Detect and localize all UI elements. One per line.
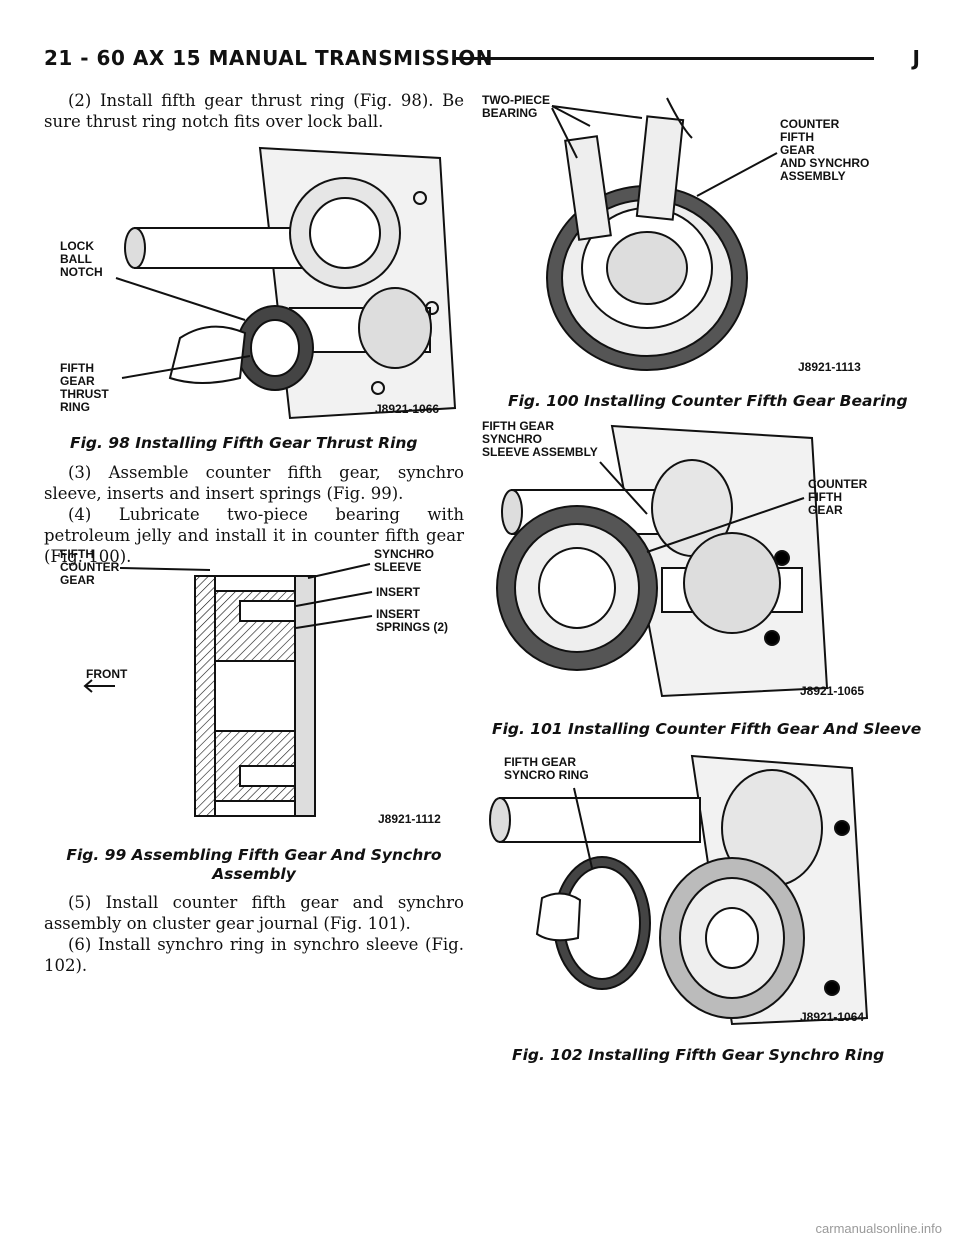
fig102-label-syncro-ring: SYNCRO RING bbox=[504, 768, 589, 782]
fig99-label-insert: INSERT bbox=[376, 607, 421, 621]
fig99-caption-line1: Fig. 99 Assembling Fifth Gear And Synchr… bbox=[66, 846, 442, 864]
fig101-part-code: J8921-1065 bbox=[800, 684, 865, 698]
fig98-label-ball: BALL bbox=[60, 252, 92, 266]
fig102-callout-fifth-gear-synchro-ring: FIFTH GEAR SYNCRO RING bbox=[504, 756, 589, 782]
fig98-label-fifth: FIFTH bbox=[60, 361, 94, 375]
fig98-callout-fifth-gear-thrust-ring: FIFTH GEAR THRUST RING bbox=[60, 362, 109, 414]
fig100-callout-two-piece-bearing: TWO-PIECE BEARING bbox=[482, 94, 550, 120]
fig99-label-gear: GEAR bbox=[60, 573, 95, 587]
fig102-illustration bbox=[489, 754, 869, 1026]
fig98-label-thrust: THRUST bbox=[60, 387, 109, 401]
fig100-callout-counter-fifth-gear: COUNTER FIFTH GEAR AND SYNCHRO ASSEMBLY bbox=[780, 118, 869, 183]
paragraph-step-4: (4) Lubricate two-piece bearing with pet… bbox=[44, 505, 464, 566]
header-title: 21 - 60 AX 15 MANUAL TRANSMISSION bbox=[44, 46, 494, 70]
paragraphs-step-3-4: (3) Assemble counter fifth gear, synchro… bbox=[44, 462, 464, 567]
paragraph-step-2-container: (2) Install fifth gear thrust ring (Fig.… bbox=[44, 90, 464, 132]
page-header: 21 - 60 AX 15 MANUAL TRANSMISSION J bbox=[44, 44, 920, 76]
paragraph-step-6: (6) Install synchro ring in synchro slee… bbox=[44, 935, 464, 975]
fig98-label-notch: NOTCH bbox=[60, 265, 103, 279]
fig101-callout-fifth-gear-synchro-sleeve: FIFTH GEAR SYNCHRO SLEEVE ASSEMBLY bbox=[482, 420, 598, 459]
fig100-label-assembly: ASSEMBLY bbox=[780, 169, 846, 183]
fig99-callout-synchro-sleeve: SYNCHRO SLEEVE bbox=[374, 548, 434, 574]
fig100-label-bearing: BEARING bbox=[482, 106, 538, 120]
fig98-illustration bbox=[115, 146, 457, 420]
paragraphs-step-5-6: (5) Install counter fifth gear and synch… bbox=[44, 892, 464, 976]
fig99-part-code: J8921-1112 bbox=[378, 812, 441, 826]
fig101-label-fifth: FIFTH bbox=[808, 490, 842, 504]
fig101-label-gear: GEAR bbox=[808, 503, 843, 517]
fig101-label-sleeve-assembly: SLEEVE ASSEMBLY bbox=[482, 445, 598, 459]
fig101-callout-counter-fifth-gear: COUNTER FIFTH GEAR bbox=[808, 478, 867, 517]
footer-watermark[interactable]: carmanualsonline.info bbox=[815, 1221, 942, 1236]
fig101-label-fifth-gear: FIFTH GEAR bbox=[482, 419, 554, 433]
fig100-part-code: J8921-1113 bbox=[798, 360, 861, 374]
fig100-label-fifth: FIFTH bbox=[780, 130, 814, 144]
fig100-label-gear: GEAR bbox=[780, 143, 815, 157]
header-section-letter: J bbox=[912, 46, 920, 70]
fig101-label-counter: COUNTER bbox=[808, 477, 868, 491]
header-rule bbox=[456, 57, 874, 60]
figure-100: TWO-PIECE BEARING COUNTER FIFTH GEAR AND… bbox=[482, 88, 882, 378]
fig99-illustration bbox=[83, 563, 373, 817]
fig98-part-code: J8921-1066 bbox=[375, 402, 440, 416]
fig100-label-and-synchro: AND SYNCHRO bbox=[780, 156, 870, 170]
figure-98: LOCK BALL NOTCH FIFTH GEAR THRUST RING J… bbox=[60, 138, 460, 428]
figure-99: FIFTH COUNTER GEAR SYNCHRO SLEEVE INSERT… bbox=[60, 546, 460, 830]
figure-101: FIFTH GEAR SYNCHRO SLEEVE ASSEMBLY COUNT… bbox=[482, 418, 882, 704]
fig102-part-code: J8921-1064 bbox=[800, 1010, 865, 1024]
paragraph-step-5: (5) Install counter fifth gear and synch… bbox=[44, 893, 464, 933]
fig99-label-fifth: FIFTH bbox=[60, 547, 94, 561]
fig100-illustration bbox=[546, 97, 778, 371]
fig102-label-fifth-gear: FIFTH GEAR bbox=[504, 755, 576, 769]
fig99-label-springs: SPRINGS (2) bbox=[376, 620, 449, 634]
fig99-label-sleeve: SLEEVE bbox=[374, 560, 422, 574]
fig98-caption: Fig. 98 Installing Fifth Gear Thrust Rin… bbox=[70, 434, 418, 452]
fig100-caption: Fig. 100 Installing Counter Fifth Gear B… bbox=[508, 392, 908, 410]
fig100-label-two-piece: TWO-PIECE bbox=[482, 93, 550, 107]
fig99-callout-fifth-counter-gear: FIFTH COUNTER GEAR bbox=[60, 548, 119, 587]
fig101-caption: Fig. 101 Installing Counter Fifth Gear A… bbox=[492, 720, 922, 738]
fig99-callout-insert-springs: INSERT SPRINGS (2) bbox=[376, 608, 448, 634]
fig99-callout-front: FRONT bbox=[86, 667, 128, 681]
fig101-illustration bbox=[496, 424, 829, 698]
fig99-callout-insert: INSERT bbox=[376, 585, 421, 599]
paragraph-step-2: (2) Install fifth gear thrust ring (Fig.… bbox=[44, 91, 464, 131]
fig102-caption: Fig. 102 Installing Fifth Gear Synchro R… bbox=[512, 1046, 885, 1064]
fig99-label-synchro: SYNCHRO bbox=[374, 547, 435, 561]
fig99-label-counter: COUNTER bbox=[60, 560, 120, 574]
fig98-label-lock: LOCK bbox=[60, 239, 94, 253]
fig99-caption: Fig. 99 Assembling Fifth Gear And Synchr… bbox=[44, 846, 464, 884]
fig98-callout-lock-ball-notch: LOCK BALL NOTCH bbox=[60, 240, 103, 279]
fig100-label-counter: COUNTER bbox=[780, 117, 840, 131]
fig98-label-ring: RING bbox=[60, 400, 90, 414]
figure-102: FIFTH GEAR SYNCRO RING J8921-1064 bbox=[482, 748, 882, 1030]
paragraph-step-3: (3) Assemble counter fifth gear, synchro… bbox=[44, 463, 464, 503]
fig101-label-synchro: SYNCHRO bbox=[482, 432, 543, 446]
fig98-label-gear: GEAR bbox=[60, 374, 95, 388]
fig99-caption-line2: Assembly bbox=[212, 865, 296, 883]
